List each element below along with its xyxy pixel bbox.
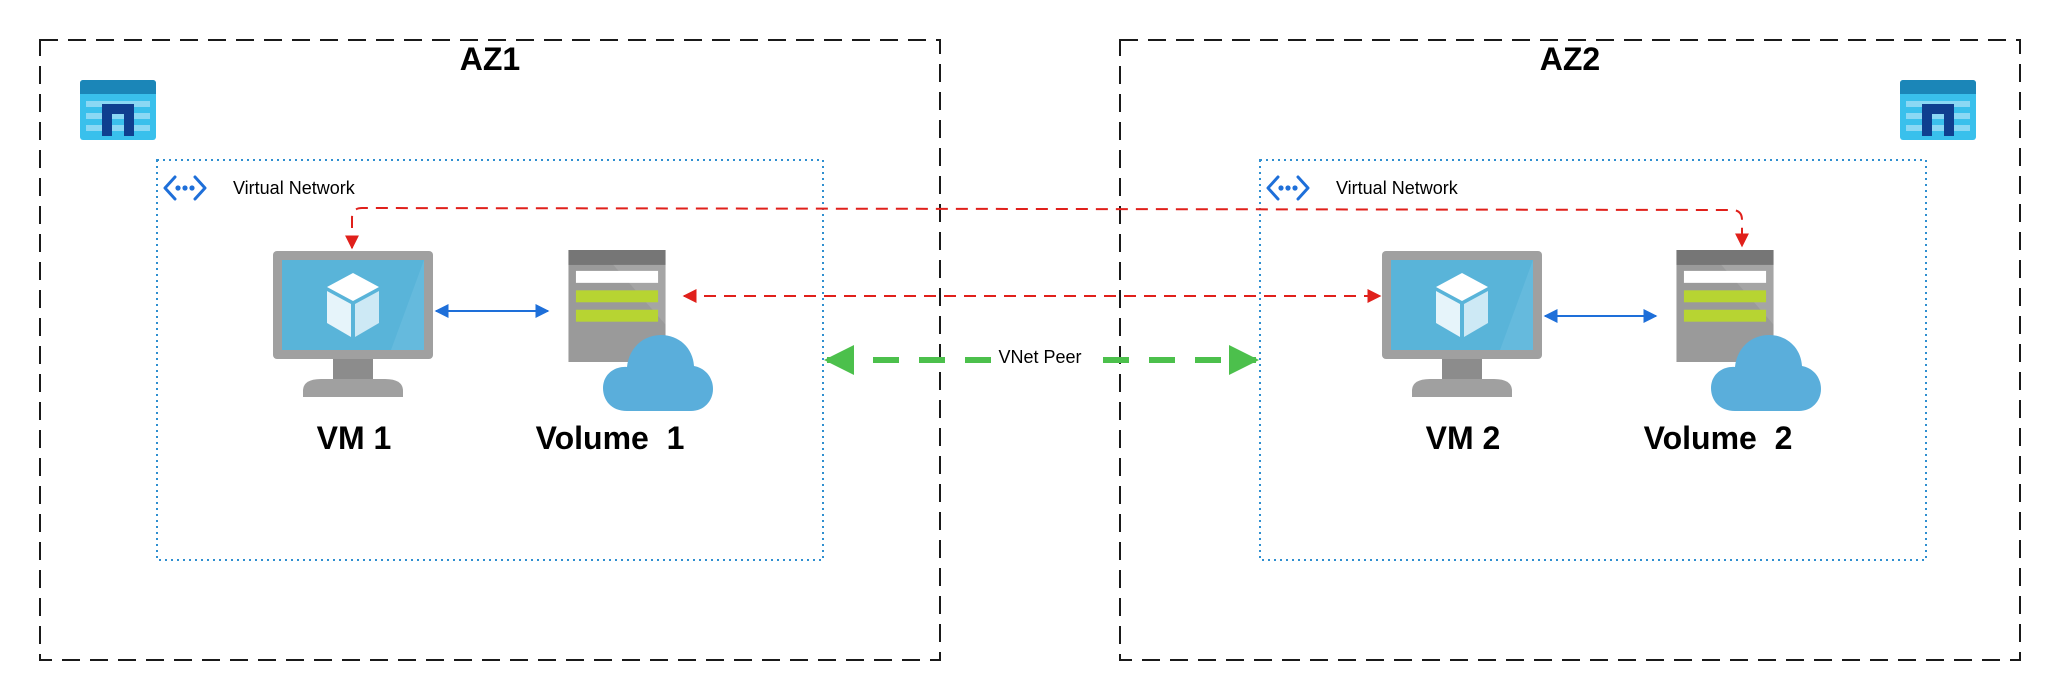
- virtual-machine-icon: [273, 251, 433, 397]
- volume-2-icon-group: [1676, 250, 1821, 411]
- vnet-peer-label: VNet Peer: [998, 347, 1081, 367]
- virtual-network-2: Virtual Network: [1259, 159, 1927, 561]
- virtual-machine-icon: [1382, 251, 1542, 397]
- availability-zone-2: AZ2 Virtual Network VM 2 Volume 2: [1119, 39, 2021, 661]
- vm1-to-volume2-replication-arrow: [345, 206, 1749, 250]
- vnet-peer-label-background: [995, 344, 1085, 374]
- vnet-2-label: Virtual Network: [1336, 178, 1459, 198]
- virtual-network-1: Virtual Network: [156, 159, 824, 561]
- volume-1-label: Volume 1: [536, 420, 685, 456]
- vm-2-label: VM 2: [1426, 420, 1501, 456]
- vnet-1-label: Virtual Network: [233, 178, 356, 198]
- zone-1-boundary: [39, 39, 941, 661]
- netapp-files-icon: [1900, 80, 1976, 140]
- vm-1-label: VM 1: [317, 420, 392, 456]
- zone-2-title: AZ2: [1540, 41, 1600, 77]
- zone-2-boundary: [1119, 39, 2021, 661]
- virtual-network-icon: [1266, 175, 1310, 201]
- netapp-files-icon: [80, 80, 156, 140]
- zone-1-title: AZ1: [460, 41, 520, 77]
- volume-1-icon-group: [568, 250, 713, 411]
- vnet-2-boundary: [1259, 159, 1927, 561]
- volume-2-label: Volume 2: [1644, 420, 1793, 456]
- vnet-1-boundary: [156, 159, 824, 561]
- availability-zone-1: AZ1 Virtual Network VM 1 Volume 1: [39, 39, 941, 661]
- virtual-network-icon: [163, 175, 207, 201]
